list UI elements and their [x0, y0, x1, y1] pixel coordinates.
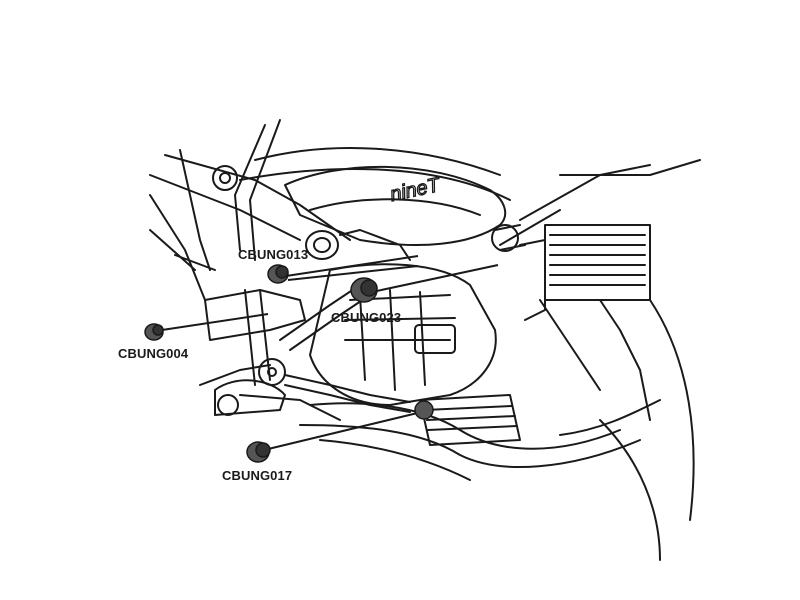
upper-frame-tube [149, 174, 301, 241]
oil-cooler [544, 224, 651, 301]
plug-cap-cbung013 [267, 264, 289, 284]
callout-cbung023: CBUNG023 [331, 310, 402, 325]
upper-frame-tube [164, 154, 351, 241]
plug-cap-cbung023 [350, 277, 378, 303]
plug-cap-cbung004 [144, 323, 164, 341]
callout-cbung013: CBUNG013 [238, 247, 309, 262]
callout-cbung004: CBUNG004 [118, 346, 189, 361]
mount-point-cbung017 [414, 400, 434, 420]
leader-line-cbung017 [263, 409, 431, 451]
cross-rod [259, 289, 271, 381]
leader-line-cbung013 [285, 255, 419, 277]
exhaust-pipe [309, 402, 621, 450]
engine-cover-outline [284, 165, 507, 246]
engine-block-outline [309, 263, 497, 406]
leader-line-cbung023 [371, 264, 499, 293]
leader-line-cbung004 [161, 313, 269, 331]
leader-line-cbung013-branch [287, 265, 419, 281]
plug-cap-cbung017 [246, 441, 271, 463]
callout-cbung017: CBUNG017 [222, 468, 293, 483]
